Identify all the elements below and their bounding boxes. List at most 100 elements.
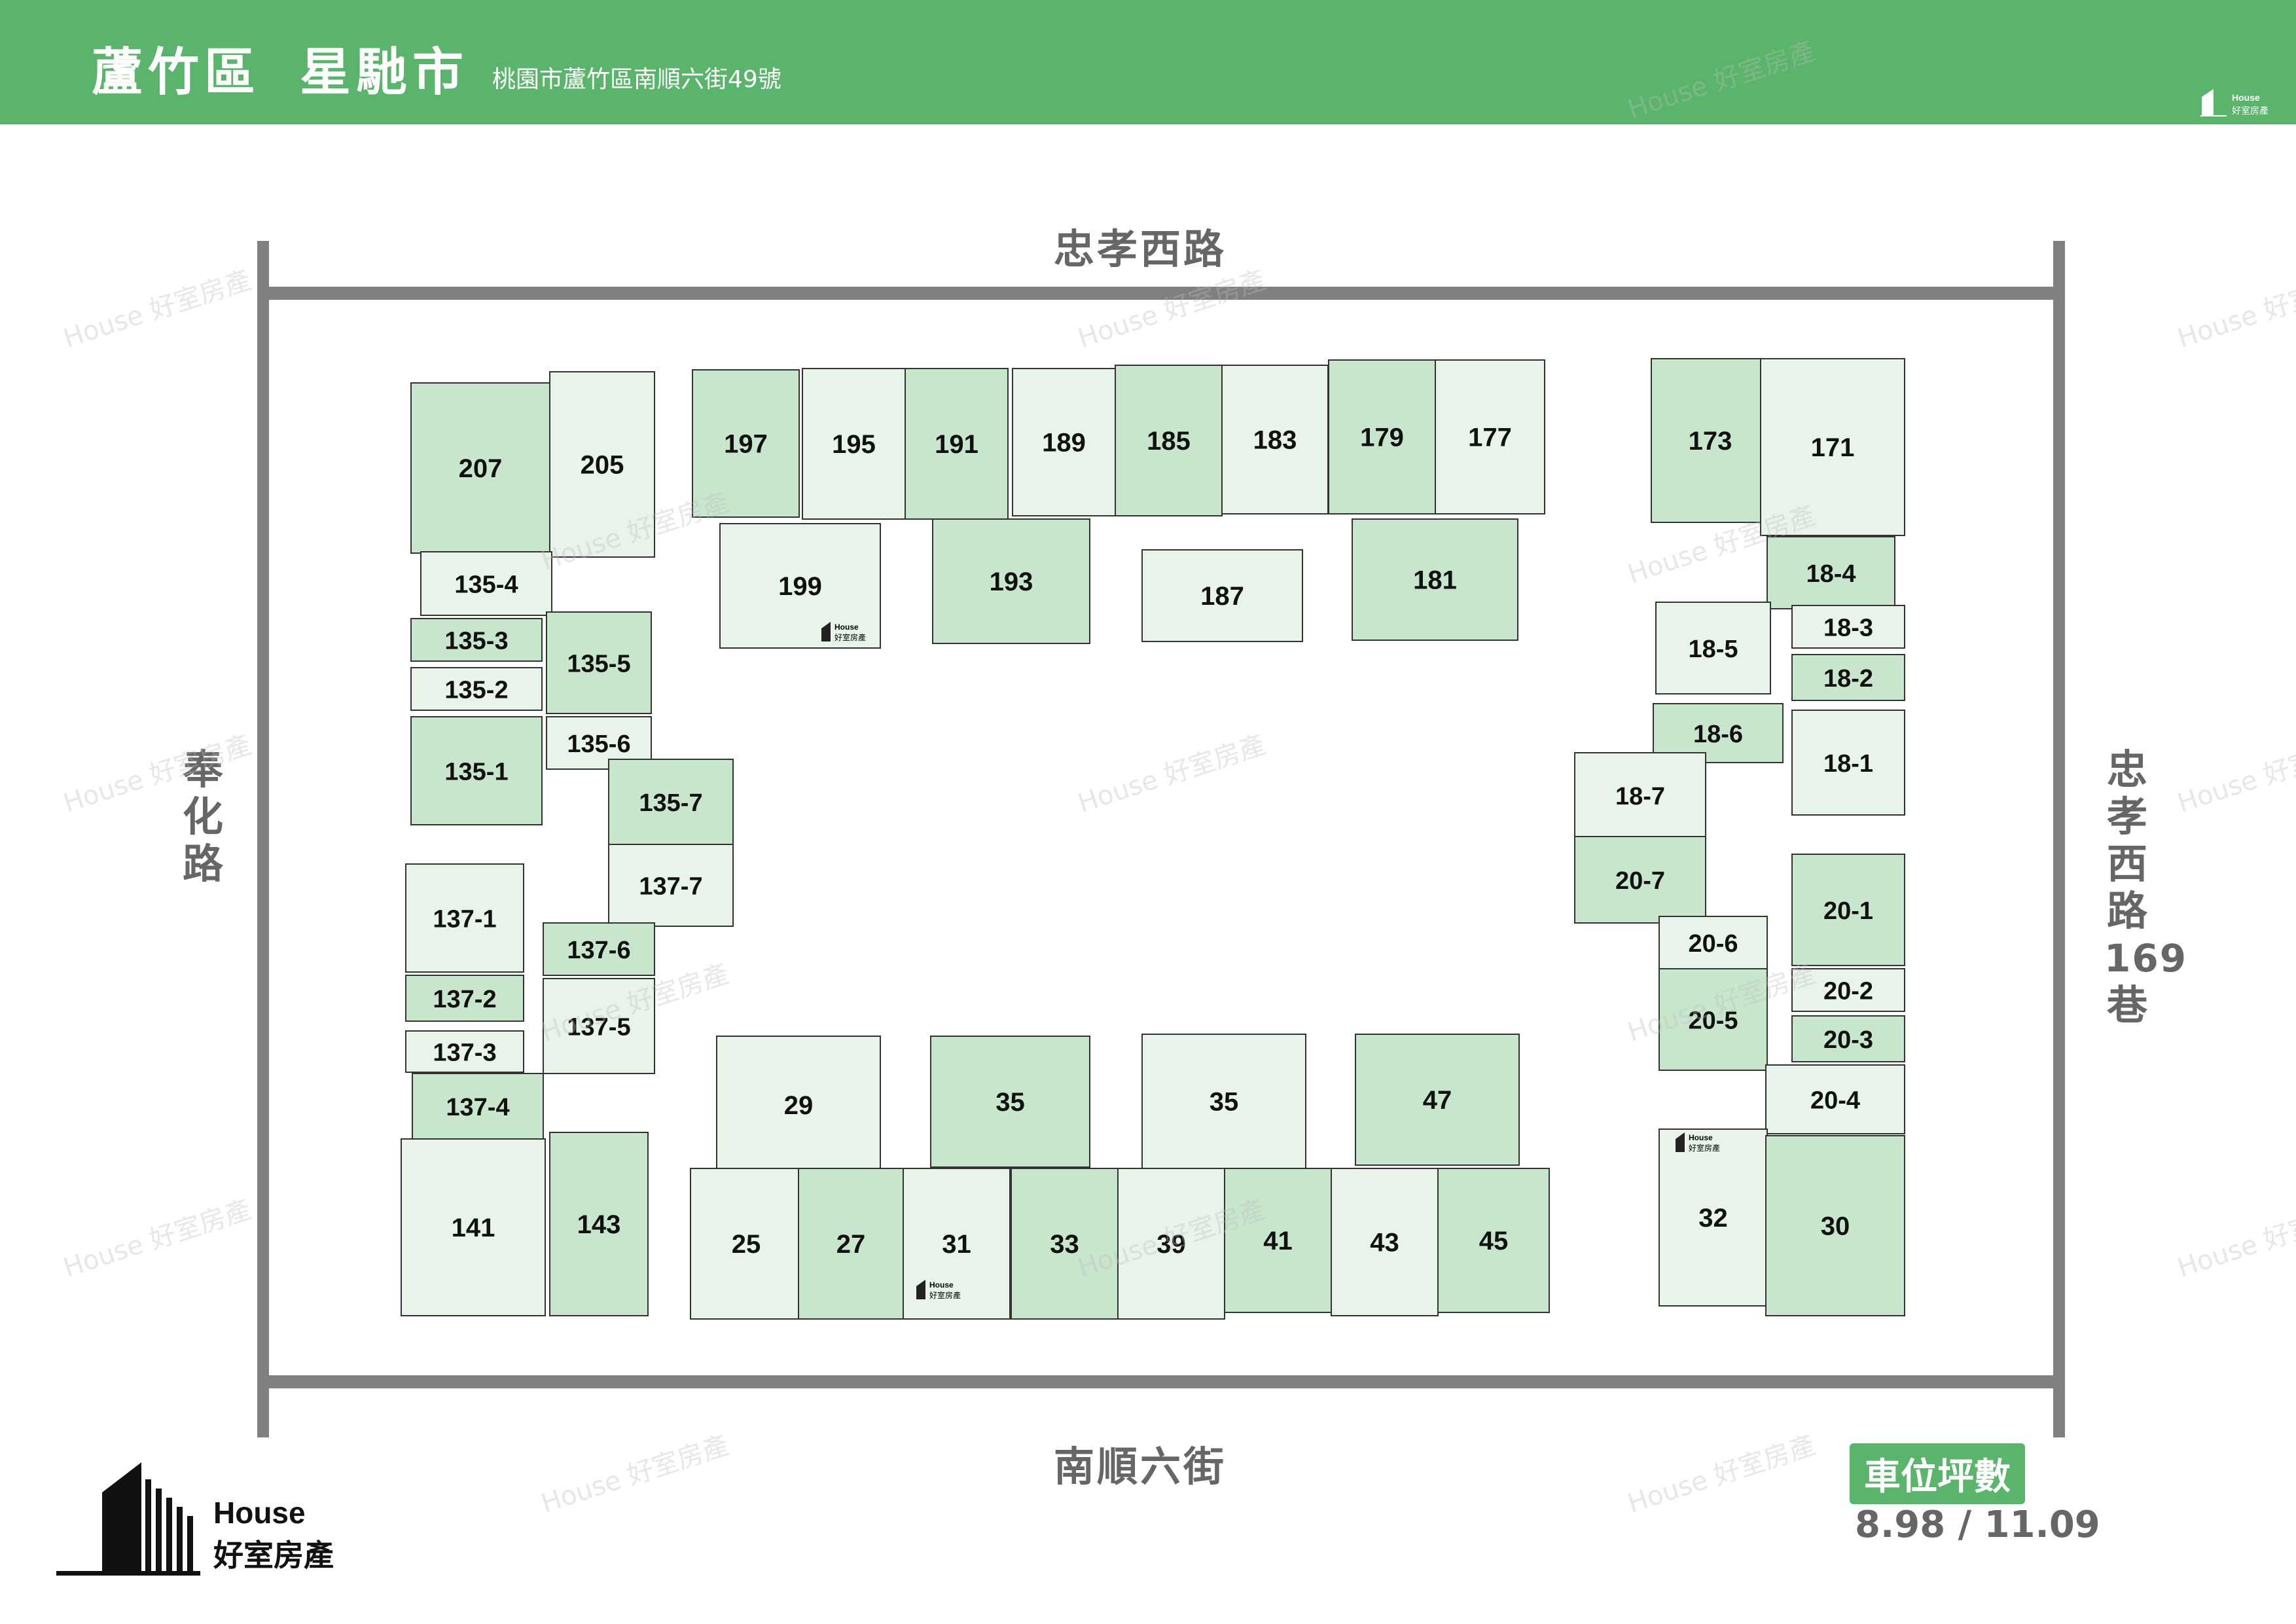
unit[interactable]: 189	[1012, 368, 1116, 516]
unit[interactable]: 171	[1760, 358, 1905, 536]
unit-shape[interactable]	[608, 844, 734, 927]
unit[interactable]: 205	[549, 371, 655, 558]
unit-shape[interactable]	[1355, 1034, 1520, 1166]
unit-shape[interactable]	[1659, 968, 1768, 1071]
unit-shape[interactable]	[1791, 854, 1905, 966]
unit-shape[interactable]	[549, 371, 655, 558]
unit-shape[interactable]	[1760, 358, 1905, 536]
unit[interactable]: 185	[1115, 365, 1223, 516]
unit-shape[interactable]	[543, 922, 655, 976]
unit-shape[interactable]	[405, 1030, 524, 1073]
unit[interactable]: 20-3	[1791, 1015, 1905, 1062]
unit[interactable]: 20-5	[1659, 968, 1768, 1071]
unit-shape[interactable]	[1141, 1034, 1306, 1169]
unit-shape[interactable]	[401, 1138, 546, 1316]
unit[interactable]: 25	[690, 1168, 802, 1320]
unit[interactable]: 173	[1651, 358, 1770, 523]
unit-shape[interactable]	[719, 523, 881, 649]
unit-shape[interactable]	[1791, 710, 1905, 816]
unit[interactable]: 197	[692, 369, 800, 518]
unit[interactable]: 191	[905, 368, 1009, 520]
unit[interactable]: 27	[798, 1168, 904, 1320]
unit[interactable]: 199	[719, 523, 881, 649]
unit-shape[interactable]	[1352, 518, 1518, 641]
unit-shape[interactable]	[1117, 1168, 1225, 1320]
unit[interactable]: 181	[1352, 518, 1518, 641]
unit[interactable]: 135-1	[410, 716, 543, 825]
unit[interactable]: 135-5	[546, 611, 652, 714]
unit[interactable]: 137-4	[412, 1073, 544, 1140]
unit[interactable]: 137-1	[405, 863, 524, 973]
unit[interactable]: 187	[1141, 549, 1303, 642]
unit-shape[interactable]	[1767, 536, 1895, 609]
unit[interactable]: 195	[802, 368, 906, 520]
unit-shape[interactable]	[1791, 1015, 1905, 1062]
unit-shape[interactable]	[1437, 1168, 1550, 1313]
unit[interactable]: 141	[401, 1138, 546, 1316]
unit-shape[interactable]	[410, 716, 543, 825]
unit-shape[interactable]	[1328, 359, 1436, 514]
unit[interactable]: 18-1	[1791, 710, 1905, 816]
unit[interactable]: 39	[1117, 1168, 1225, 1320]
unit-shape[interactable]	[690, 1168, 802, 1320]
unit[interactable]: 30	[1765, 1135, 1905, 1316]
unit[interactable]: 137-2	[405, 975, 524, 1022]
unit-shape[interactable]	[405, 975, 524, 1022]
unit[interactable]: 137-6	[543, 922, 655, 976]
unit[interactable]: 179	[1328, 359, 1436, 514]
unit-shape[interactable]	[410, 382, 550, 554]
unit-shape[interactable]	[405, 863, 524, 973]
unit-shape[interactable]	[1012, 368, 1116, 516]
unit-shape[interactable]	[1765, 1064, 1905, 1134]
unit-shape[interactable]	[1224, 1168, 1332, 1313]
unit-shape[interactable]	[1331, 1168, 1439, 1316]
unit[interactable]: 137-5	[543, 978, 655, 1074]
unit-shape[interactable]	[1574, 836, 1706, 924]
unit[interactable]: 29	[716, 1036, 881, 1174]
unit-shape[interactable]	[1655, 602, 1771, 695]
unit-shape[interactable]	[930, 1036, 1090, 1168]
unit-shape[interactable]	[412, 1073, 544, 1140]
unit[interactable]: 18-7	[1574, 752, 1706, 839]
unit[interactable]: 35	[930, 1036, 1090, 1168]
unit-shape[interactable]	[692, 369, 800, 518]
unit[interactable]: 193	[932, 518, 1090, 644]
unit-shape[interactable]	[1115, 365, 1223, 516]
unit-shape[interactable]	[1791, 968, 1905, 1012]
unit-shape[interactable]	[1765, 1135, 1905, 1316]
unit-shape[interactable]	[1651, 358, 1770, 523]
unit[interactable]: 183	[1221, 365, 1329, 514]
unit[interactable]: 137-3	[405, 1030, 524, 1073]
unit-shape[interactable]	[1435, 359, 1545, 514]
unit-shape[interactable]	[1659, 1128, 1768, 1307]
unit-shape[interactable]	[905, 368, 1009, 520]
unit-shape[interactable]	[802, 368, 906, 520]
unit[interactable]: 207	[410, 382, 550, 554]
unit[interactable]: 20-2	[1791, 968, 1905, 1012]
unit-shape[interactable]	[410, 618, 543, 662]
unit[interactable]: 41	[1224, 1168, 1332, 1313]
unit-shape[interactable]	[1791, 654, 1905, 701]
unit[interactable]: 18-3	[1791, 605, 1905, 649]
unit[interactable]: 18-2	[1791, 654, 1905, 701]
unit-shape[interactable]	[608, 759, 734, 845]
unit[interactable]: 135-2	[410, 667, 543, 711]
unit-shape[interactable]	[1141, 549, 1303, 642]
unit[interactable]: 177	[1435, 359, 1545, 514]
unit[interactable]: 135-4	[420, 551, 552, 616]
unit[interactable]: 20-4	[1765, 1064, 1905, 1134]
unit[interactable]: 143	[549, 1132, 649, 1316]
unit-shape[interactable]	[716, 1036, 881, 1174]
unit[interactable]: 135-3	[410, 618, 543, 662]
unit[interactable]: 135-7	[608, 759, 734, 845]
unit[interactable]: 45	[1437, 1168, 1550, 1313]
unit[interactable]: 35	[1141, 1034, 1306, 1169]
unit-shape[interactable]	[798, 1168, 904, 1320]
unit-shape[interactable]	[1221, 365, 1329, 514]
unit[interactable]: 47	[1355, 1034, 1520, 1166]
unit-shape[interactable]	[420, 551, 552, 616]
unit-shape[interactable]	[549, 1132, 649, 1316]
unit[interactable]: 32	[1659, 1128, 1768, 1307]
unit[interactable]: 20-6	[1659, 916, 1768, 969]
unit-shape[interactable]	[1574, 752, 1706, 839]
